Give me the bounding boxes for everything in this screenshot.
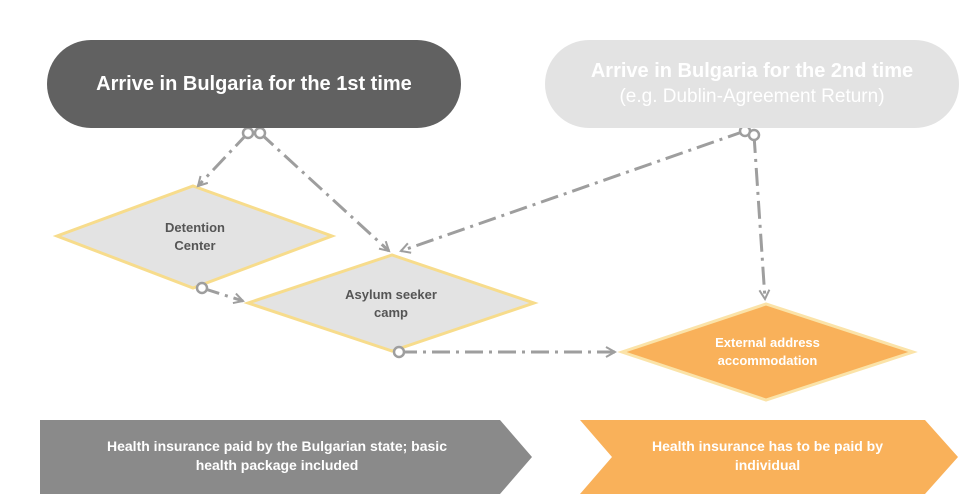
- connector-start-circle: [195, 281, 209, 295]
- connector-first-to-detention: [198, 131, 250, 186]
- banner-state-paid: [40, 420, 532, 494]
- connector-start-circle: [253, 126, 267, 140]
- second-arrival-node: Arrive in Bulgaria for the 2nd time (e.g…: [545, 40, 959, 128]
- asylum-camp-label: Asylum seeker camp: [345, 287, 437, 320]
- first-arrival-node: Arrive in Bulgaria for the 1st time: [47, 40, 461, 128]
- state-paid-banner-label: Health insurance paid by the Bulgarian s…: [107, 438, 447, 473]
- connector-second-to-external: [752, 134, 765, 299]
- external-accommodation-label: External address accommodation: [715, 335, 820, 368]
- connector-start-circle: [747, 128, 761, 142]
- banner-individual-paid: [580, 420, 958, 494]
- connector-second-to-camp: [401, 129, 746, 251]
- connector-first-to-camp: [258, 131, 389, 251]
- detention-center-label: Detention Center: [165, 220, 225, 253]
- connector-start-circle: [241, 126, 255, 140]
- second-arrival-sublabel: (e.g. Dublin-Agreement Return): [619, 86, 885, 107]
- detention-center-diamond: [52, 184, 337, 290]
- connector-detention-to-camp: [201, 286, 243, 301]
- external-accommodation-diamond: [617, 302, 918, 402]
- individual-paid-banner-label: Health insurance has to be paid by indiv…: [651, 438, 884, 473]
- first-arrival-label: Arrive in Bulgaria for the 1st time: [96, 72, 412, 95]
- asylum-camp-diamond: [243, 253, 539, 353]
- connector-start-circle: [392, 345, 406, 359]
- second-arrival-label: Arrive in Bulgaria for the 2nd time: [590, 60, 914, 82]
